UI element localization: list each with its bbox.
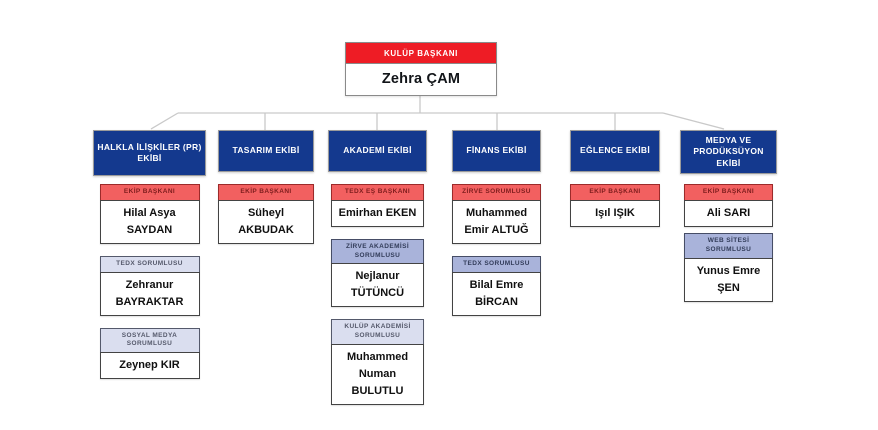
member-role-header: EKİP BAŞKANI [99, 184, 200, 200]
member-role-header: SOSYAL MEDYA SORUMLUSU [99, 327, 200, 353]
member-card: EKİP BAŞKANI Ali SARI [684, 184, 773, 228]
member-role-header: KULÜP AKADEMİSİ SORUMLUSU [331, 319, 424, 344]
member-card: SOSYAL MEDYA SORUMLUSU Zeynep KIR [99, 327, 200, 380]
member-name: Muhammed Numan BULUTLU [331, 343, 424, 406]
member-name: Muhammed Emir ALTUĞ [452, 199, 541, 244]
team-column-akademi: AKADEMİ EKİBİ TEDX EŞ BAŞKANI Emirhan EK… [328, 130, 427, 406]
member-name: Hilal Asya SAYDAN [99, 199, 200, 244]
team-column-eglence: EĞLENCE EKİBİ EKİP BAŞKANI Işıl IŞIK [570, 130, 660, 227]
member-name: Işıl IŞIK [570, 199, 660, 227]
team-header-tasarim: TASARIM EKİBİ [218, 130, 314, 172]
member-card: ZİRVE AKADEMİSİ SORUMLUSU Nejlanur TÜTÜN… [331, 238, 424, 308]
team-header-eglence: EĞLENCE EKİBİ [570, 130, 660, 172]
member-card: WEB SİTESİ SORUMLUSU Yunus Emre ŞEN [684, 233, 773, 302]
member-name: Nejlanur TÜTÜNCÜ [331, 263, 424, 308]
team-header-akademi: AKADEMİ EKİBİ [328, 130, 427, 172]
member-role-header: TEDX SORUMLUSU [452, 255, 541, 272]
member-name: Ali SARI [684, 200, 773, 228]
member-card: EKİP BAŞKANI Süheyl AKBUDAK [218, 184, 314, 244]
member-card: EKİP BAŞKANI Hilal Asya SAYDAN [99, 184, 200, 244]
team-column-finans: FİNANS EKİBİ ZİRVE SORUMLUSU Muhammed Em… [452, 130, 541, 316]
president-name: Zehra ÇAM [381, 71, 461, 87]
president-title: KULÜP BAŞKANI [346, 43, 496, 64]
member-role-header: EKİP BAŞKANI [218, 184, 314, 200]
member-name: Bilal Emre BİRCAN [452, 271, 541, 316]
member-name: Zeynep KIR [99, 352, 200, 380]
member-card: EKİP BAŞKANI Işıl IŞIK [570, 184, 660, 227]
member-card: ZİRVE SORUMLUSU Muhammed Emir ALTUĞ [452, 184, 541, 244]
team-header-pr: HALKLA İLİŞKİLER (PR) EKİBİ [93, 130, 206, 176]
president-box: KULÜP BAŞKANI Zehra ÇAM [345, 42, 497, 96]
member-name: Yunus Emre ŞEN [684, 257, 773, 302]
member-card: KULÜP AKADEMİSİ SORUMLUSU Muhammed Numan… [331, 319, 424, 406]
team-header-finans: FİNANS EKİBİ [452, 130, 541, 172]
team-header-medya: MEDYA VE PRODÜKSÜYON EKİBİ [680, 130, 777, 175]
member-role-header: EKİP BAŞKANI [684, 184, 773, 201]
member-name: Süheyl AKBUDAK [218, 199, 314, 244]
member-role-header: TEDX EŞ BAŞKANI [331, 184, 424, 200]
member-card: TEDX SORUMLUSU Zehranur BAYRAKTAR [99, 255, 200, 316]
member-role-header: WEB SİTESİ SORUMLUSU [684, 233, 773, 258]
member-card: TEDX SORUMLUSU Bilal Emre BİRCAN [452, 255, 541, 316]
member-name: Zehranur BAYRAKTAR [99, 271, 200, 316]
team-column-tasarim: TASARIM EKİBİ EKİP BAŞKANI Süheyl AKBUDA… [218, 130, 314, 244]
member-role-header: ZİRVE AKADEMİSİ SORUMLUSU [331, 238, 424, 264]
team-column-medya: MEDYA VE PRODÜKSÜYON EKİBİ EKİP BAŞKANI … [680, 130, 777, 302]
member-role-header: EKİP BAŞKANI [570, 184, 660, 200]
team-column-pr: HALKLA İLİŞKİLER (PR) EKİBİ EKİP BAŞKANI… [93, 130, 206, 380]
member-role-header: ZİRVE SORUMLUSU [452, 184, 541, 200]
member-card: TEDX EŞ BAŞKANI Emirhan EKEN [331, 184, 424, 227]
member-name: Emirhan EKEN [331, 199, 424, 227]
member-role-header: TEDX SORUMLUSU [99, 255, 200, 272]
